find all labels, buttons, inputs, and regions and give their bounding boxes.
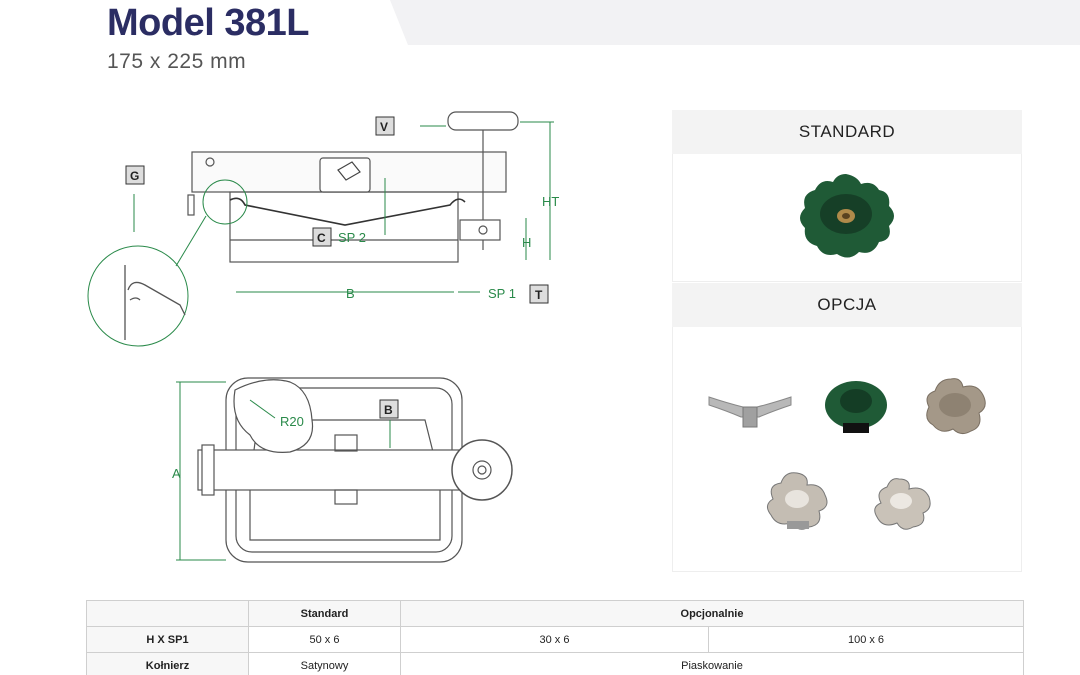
standard-panel-body — [672, 154, 1022, 282]
grey-star-knob-image — [926, 378, 986, 435]
table-row: Kołnierz Satynowy Piaskowanie — [86, 652, 1024, 675]
row-option: 100 x 6 — [708, 626, 1024, 653]
row-label: Kołnierz — [86, 652, 249, 675]
option-panel-title: OPCJA — [672, 283, 1022, 327]
wing-nut-image — [708, 396, 792, 428]
header-empty — [86, 600, 249, 627]
top-view — [197, 377, 513, 563]
row-standard: 50 x 6 — [248, 626, 401, 653]
page-subtitle: 175 x 225 mm — [107, 50, 247, 73]
label-box-b — [379, 399, 399, 419]
row-label: H X SP1 — [86, 626, 249, 653]
row-standard: Satynowy — [248, 652, 401, 675]
row-option: Piaskowanie — [400, 652, 1024, 675]
detail-g — [124, 265, 186, 340]
spec-table: Standard Opcjonalnie H X SP1 50 x 6 30 x… — [86, 600, 1024, 675]
chrome-star-knob-image-2 — [874, 478, 931, 530]
label-h: H — [522, 235, 531, 250]
label-b-dimension: B — [346, 286, 355, 301]
standard-panel-title: STANDARD — [672, 110, 1022, 154]
label-c: C — [317, 231, 326, 245]
technical-drawing: V G C SP 2 HT H B SP 1 T — [80, 100, 600, 580]
header-optional: Opcjonalnie — [400, 600, 1024, 627]
label-r20: R20 — [280, 414, 304, 429]
header-band — [390, 0, 1080, 45]
drawing-svg: V G C SP 2 HT H B SP 1 T — [87, 111, 559, 563]
label-box-g — [125, 165, 145, 185]
chrome-star-knob-image-1 — [767, 472, 828, 530]
spec-table-header-row: Standard Opcjonalnie — [86, 600, 1024, 627]
standard-panel: STANDARD — [672, 110, 1022, 282]
label-ht: HT — [542, 194, 559, 209]
header-standard: Standard — [248, 600, 401, 627]
option-panel-body — [672, 327, 1022, 572]
label-box-t — [529, 284, 549, 304]
label-v: V — [380, 120, 388, 134]
row-option: 30 x 6 — [400, 626, 709, 653]
label-sp2: SP 2 — [338, 230, 366, 245]
table-row: H X SP1 50 x 6 30 x 6 100 x 6 — [86, 626, 1024, 653]
green-knob-option-image — [825, 381, 887, 433]
label-sp1: SP 1 — [488, 286, 516, 301]
top-view-dimensions — [176, 381, 391, 561]
side-view — [187, 111, 519, 263]
label-t: T — [535, 288, 543, 302]
label-b-box: B — [384, 403, 393, 417]
label-box-c — [312, 227, 332, 247]
green-star-knob-image — [800, 174, 894, 258]
page-title: Model 381L — [107, 2, 309, 44]
label-box-v — [375, 116, 395, 136]
option-panel: OPCJA — [672, 283, 1022, 572]
label-a: A — [172, 466, 181, 481]
label-g: G — [130, 169, 139, 183]
side-view-dimensions — [87, 121, 554, 347]
